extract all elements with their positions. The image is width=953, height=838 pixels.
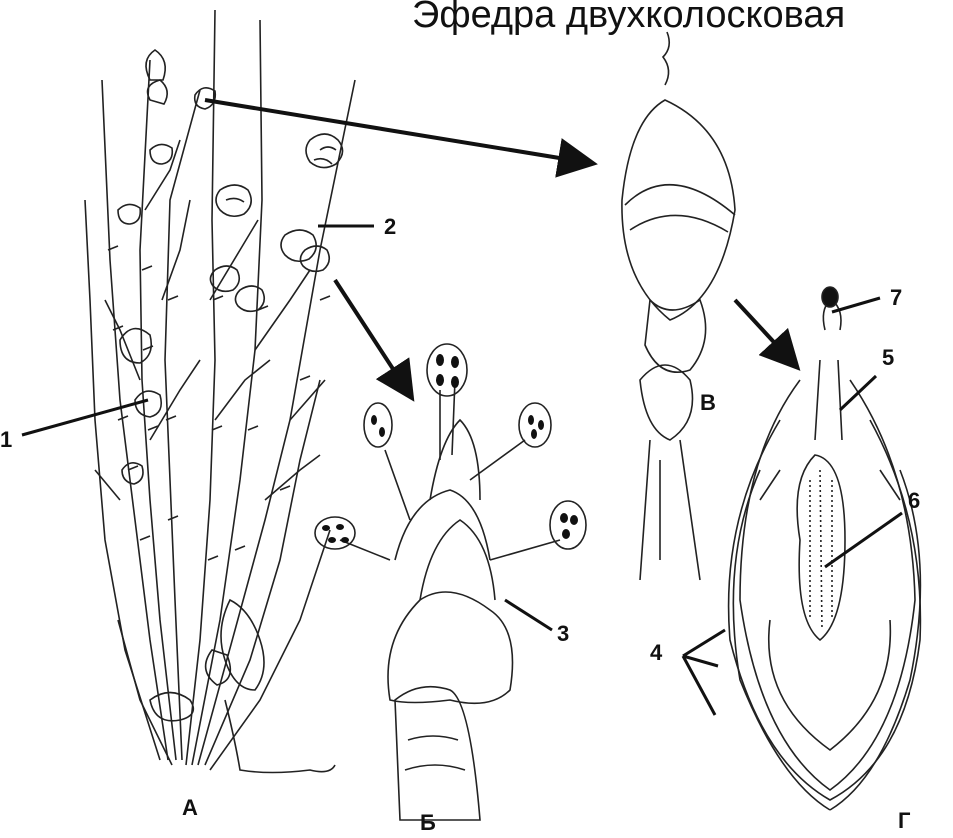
panel-label-a: А (182, 795, 198, 820)
callout-7: 7 (890, 285, 902, 310)
panel-label-b: Б (420, 810, 436, 835)
panel-label-g: Г (898, 808, 911, 833)
panel-label-v: В (700, 390, 716, 415)
arrow-a-to-v (205, 100, 590, 163)
callout-4: 4 (650, 640, 663, 665)
arrows (205, 100, 795, 395)
callout-3: 3 (557, 621, 569, 646)
plant-drawing (85, 10, 355, 773)
callout-6: 6 (908, 488, 920, 513)
strobilus-drawing (315, 344, 586, 820)
arrow-a-to-b (335, 280, 410, 395)
callout-5: 5 (882, 345, 894, 370)
leader-lines (22, 226, 902, 715)
callout-2: 2 (384, 214, 396, 239)
cone-drawing (622, 32, 735, 580)
callout-1: 1 (0, 427, 12, 452)
arrow-v-to-g (735, 300, 795, 365)
